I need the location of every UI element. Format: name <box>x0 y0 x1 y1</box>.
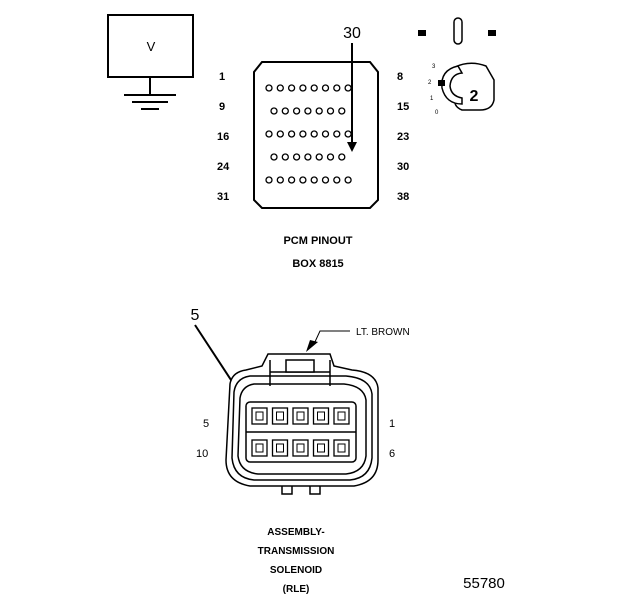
solenoid-pin-terminal <box>276 411 284 421</box>
pcm-pin-number: 30 <box>397 161 409 173</box>
pcm-pin <box>265 84 273 92</box>
pcm-pin <box>326 153 335 161</box>
ground-icon <box>124 77 176 110</box>
pcm-pin <box>265 176 273 184</box>
pcm-pin-number: 38 <box>397 191 409 203</box>
pcm-pin <box>287 130 296 138</box>
pcm-pin <box>287 176 296 184</box>
pcm-pin <box>265 130 273 138</box>
pcm-pin-grid <box>265 84 352 184</box>
wire-color-leader <box>306 330 350 352</box>
pcm-pin <box>292 107 301 115</box>
pcm-pin <box>333 84 341 92</box>
figure-id: 55780 <box>463 575 505 592</box>
pcm-pin-number: 1 <box>219 71 225 83</box>
pcm-pin-number: 9 <box>219 101 225 113</box>
solenoid-pin-number: 1 <box>389 418 395 430</box>
pcm-pin <box>326 107 335 115</box>
solenoid-pin-terminal <box>276 443 284 453</box>
pcm-pin <box>299 130 307 138</box>
pcm-pin <box>299 176 307 184</box>
pcm-pin <box>281 107 289 115</box>
pcm-pin <box>310 176 318 184</box>
pcm-connector <box>253 61 379 209</box>
pcm-pin-number: 31 <box>217 191 229 203</box>
pcm-pin-number: 15 <box>397 101 409 113</box>
pcm-pin <box>321 176 330 184</box>
solenoid-caption-line: (RLE) <box>283 584 310 595</box>
pcm-pin <box>276 176 284 184</box>
selector-position: 2 <box>470 88 479 105</box>
pcm-pin-number: 23 <box>397 131 409 143</box>
solenoid-pin-terminal <box>317 443 325 453</box>
solenoid-pin-number: 6 <box>389 448 395 460</box>
pcm-pin <box>321 84 330 92</box>
pcm-pin <box>338 153 346 161</box>
pcm-pin <box>304 107 312 115</box>
pcm-pin <box>270 107 278 115</box>
pcm-pin-number: 8 <box>397 71 403 83</box>
pcm-callout-arrow <box>347 43 357 152</box>
solenoid-pin-terminal <box>296 411 305 421</box>
selector-scale-mark: 3 <box>432 64 436 70</box>
selector-scale-mark: 2 <box>428 80 432 86</box>
wire-color-label: LT. BROWN <box>356 327 410 338</box>
solenoid-pin-terminal <box>255 443 264 453</box>
voltmeter-symbol: V <box>147 39 156 54</box>
selector-scale-mark: 1 <box>430 96 434 102</box>
solenoid-caption: ASSEMBLY- TRANSMISSION SOLENOID (RLE) <box>258 527 335 595</box>
pcm-pin <box>333 130 341 138</box>
solenoid-pin-number: 10 <box>196 448 208 460</box>
pcm-pin <box>276 84 284 92</box>
pcm-callout-number: 30 <box>343 25 361 42</box>
pcm-pin <box>344 176 352 184</box>
pcm-pin <box>333 176 341 184</box>
pcm-box-number: BOX 8815 <box>292 258 343 270</box>
solenoid-pin-terminal <box>255 411 264 421</box>
pcm-pin <box>281 153 289 161</box>
pcm-right-pin-numbers: 8 15 23 30 38 <box>397 71 409 203</box>
solenoid-pin-terminal <box>337 443 346 453</box>
pcm-pin <box>344 84 352 92</box>
pcm-pin <box>310 130 318 138</box>
pcm-pin <box>344 130 352 138</box>
pcm-pin <box>270 153 278 161</box>
pcm-pin <box>321 130 330 138</box>
solenoid-caption-line: ASSEMBLY- <box>267 527 324 538</box>
selector-scale-mark: 0 <box>435 110 439 116</box>
solenoid-pin-grid <box>251 407 350 457</box>
solenoid-pin-terminal <box>317 411 325 421</box>
pcm-pin <box>276 130 284 138</box>
solenoid-callout-number: 5 <box>191 307 200 324</box>
pcm-pin <box>315 107 323 115</box>
solenoid-caption-line: SOLENOID <box>270 565 322 576</box>
pcm-pin <box>304 153 312 161</box>
solenoid-pin-number: 5 <box>203 418 209 430</box>
pcm-pin <box>338 107 346 115</box>
pcm-pin-number: 24 <box>217 161 230 173</box>
pcm-pin <box>310 84 318 92</box>
solenoid-caption-line: TRANSMISSION <box>258 546 335 557</box>
pcm-pin <box>287 84 296 92</box>
solenoid-pin-terminal <box>337 411 346 421</box>
pcm-left-pin-numbers: 1 9 16 24 31 <box>217 71 230 203</box>
pcm-pin <box>299 84 307 92</box>
pcm-pin-number: 16 <box>217 131 229 143</box>
voltmeter: V <box>107 14 194 78</box>
pcm-title: PCM PINOUT <box>283 235 352 247</box>
solenoid-pin-terminal <box>296 443 305 453</box>
pcm-pin <box>315 153 323 161</box>
pcm-pin <box>292 153 301 161</box>
selector-switch-icon: 2 3 2 1 0 <box>418 17 496 116</box>
